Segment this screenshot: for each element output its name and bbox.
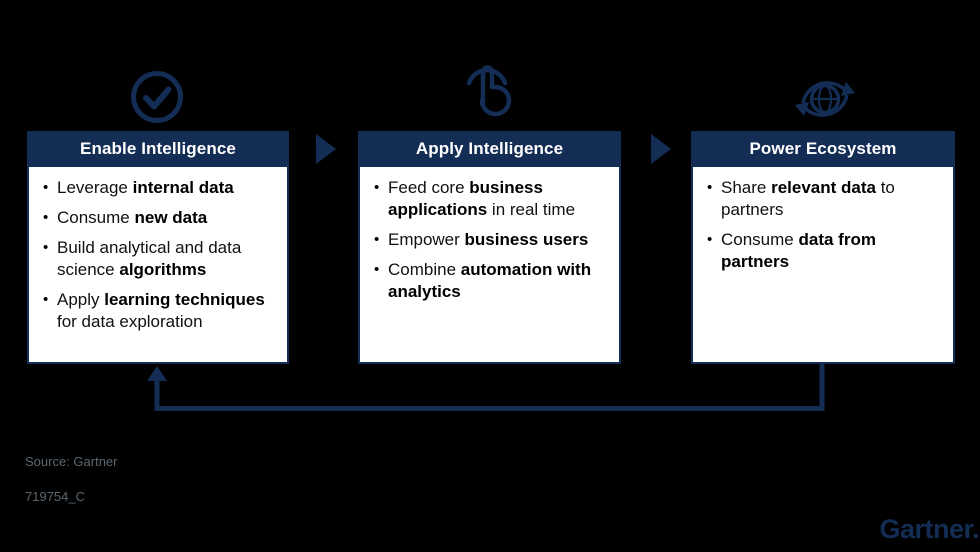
bullet-text: Empower: [388, 230, 465, 249]
panel-title: Enable Intelligence: [27, 131, 289, 167]
checkmark-circle-icon: [131, 71, 183, 123]
panel-body: Leverage internal dataConsume new dataBu…: [27, 167, 289, 364]
bullet-text: to partners: [721, 178, 895, 219]
bullet-bold-text: business users: [464, 230, 589, 249]
bullet-list: Leverage internal dataConsume new dataBu…: [42, 177, 279, 333]
bullet-text: Apply: [57, 290, 105, 309]
source-note: Source: Gartner: [25, 454, 118, 469]
panel-enable-intelligence: Enable Intelligence Leverage internal da…: [27, 131, 289, 364]
panel-title: Power Ecosystem: [691, 131, 955, 167]
bullet-bold-text: relevant data: [771, 178, 876, 197]
bullet-text: Share: [721, 178, 772, 197]
right-arrow-icon: [316, 134, 336, 164]
bullet-bold-text: business applications: [388, 178, 543, 219]
gartner-logo: Gartner.: [879, 514, 979, 544]
bullet-text: in real time: [487, 200, 576, 219]
bullet-text: Combine: [388, 260, 461, 279]
bullet-item: Empower business users: [373, 229, 611, 251]
panel-title: Apply Intelligence: [358, 131, 621, 167]
bullet-bold-text: data from partners: [721, 230, 876, 271]
bullet-list: Feed core business applications in real …: [373, 177, 611, 303]
bullet-item: Apply learning techniques for data explo…: [42, 289, 279, 333]
bullet-item: Share relevant data to partners: [706, 177, 945, 221]
globe-cycle-icon: [795, 81, 855, 117]
feedback-loop-arrow: [147, 364, 825, 411]
tap-gesture-icon: [466, 65, 512, 117]
bullet-item: Build analytical and data science algori…: [42, 237, 279, 281]
figure-id: 719754_C: [25, 489, 85, 504]
bullet-bold-text: internal data: [132, 178, 234, 197]
bullet-item: Feed core business applications in real …: [373, 177, 611, 221]
bullet-item: Consume data from partners: [706, 229, 945, 273]
panel-power-ecosystem: Power Ecosystem Share relevant data to p…: [691, 131, 955, 364]
bullet-text: Feed core: [388, 178, 470, 197]
panel-body: Feed core business applications in real …: [358, 167, 621, 364]
bullet-list: Share relevant data to partnersConsume d…: [706, 177, 945, 273]
panel-apply-intelligence: Apply Intelligence Feed core business ap…: [358, 131, 621, 364]
right-arrow-icon: [651, 134, 671, 164]
bullet-bold-text: new data: [134, 208, 208, 227]
bullet-item: Consume new data: [42, 207, 279, 229]
bullet-bold-text: algorithms: [119, 260, 207, 279]
bullet-bold-text: learning techniques: [104, 290, 265, 309]
panel-body: Share relevant data to partnersConsume d…: [691, 167, 955, 364]
bullet-text: Build analytical and data science: [57, 238, 242, 279]
bullet-text: for data exploration: [57, 312, 203, 331]
bullet-bold-text: automation with analytics: [388, 260, 592, 301]
bullet-item: Leverage internal data: [42, 177, 279, 199]
bullet-item: Combine automation with analytics: [373, 259, 611, 303]
bullet-text: Consume: [721, 230, 799, 249]
bullet-text: Leverage: [57, 178, 133, 197]
bullet-text: Consume: [57, 208, 135, 227]
